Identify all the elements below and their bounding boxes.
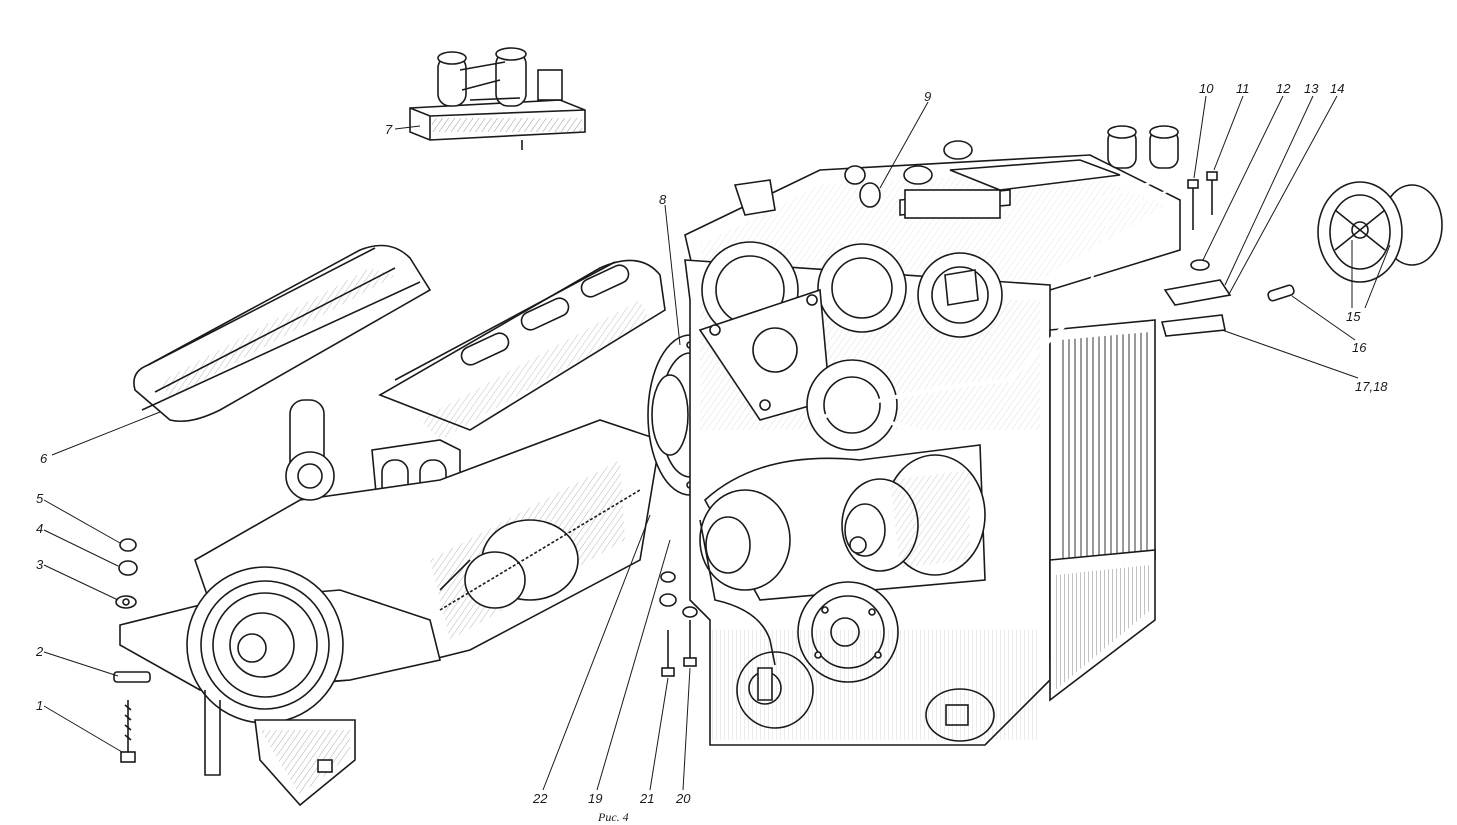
callout-11: 11 — [1236, 81, 1250, 96]
callout-20: 20 — [676, 791, 691, 806]
callout-15: 15 — [1346, 309, 1361, 324]
callout-21: 21 — [640, 791, 655, 806]
small-parts-left — [113, 538, 698, 763]
callout-17-18: 17,18 — [1355, 379, 1388, 394]
callout-3: 3 — [36, 557, 44, 572]
callout-9: 9 — [924, 89, 932, 104]
callout-13: 13 — [1304, 81, 1319, 96]
relay-block-part-7 — [409, 47, 586, 150]
transmission-housing — [684, 125, 1181, 746]
callout-12: 12 — [1276, 81, 1291, 96]
callout-19: 19 — [588, 791, 603, 806]
callout-2: 2 — [36, 644, 44, 659]
figure-caption: Рис. 4 — [598, 810, 629, 824]
callout-22: 22 — [533, 791, 548, 806]
callout-16: 16 — [1352, 340, 1367, 355]
callout-7: 7 — [385, 122, 393, 137]
callout-6: 6 — [40, 451, 48, 466]
engine-block-left — [119, 244, 666, 807]
small-parts-right — [1160, 171, 1443, 337]
callout-10: 10 — [1199, 81, 1214, 96]
callout-8: 8 — [659, 192, 667, 207]
callout-14: 14 — [1330, 81, 1345, 96]
callout-4: 4 — [36, 521, 44, 536]
leader-lines — [43, 95, 1391, 791]
callout-5: 5 — [36, 491, 44, 506]
callout-1: 1 — [36, 698, 44, 713]
